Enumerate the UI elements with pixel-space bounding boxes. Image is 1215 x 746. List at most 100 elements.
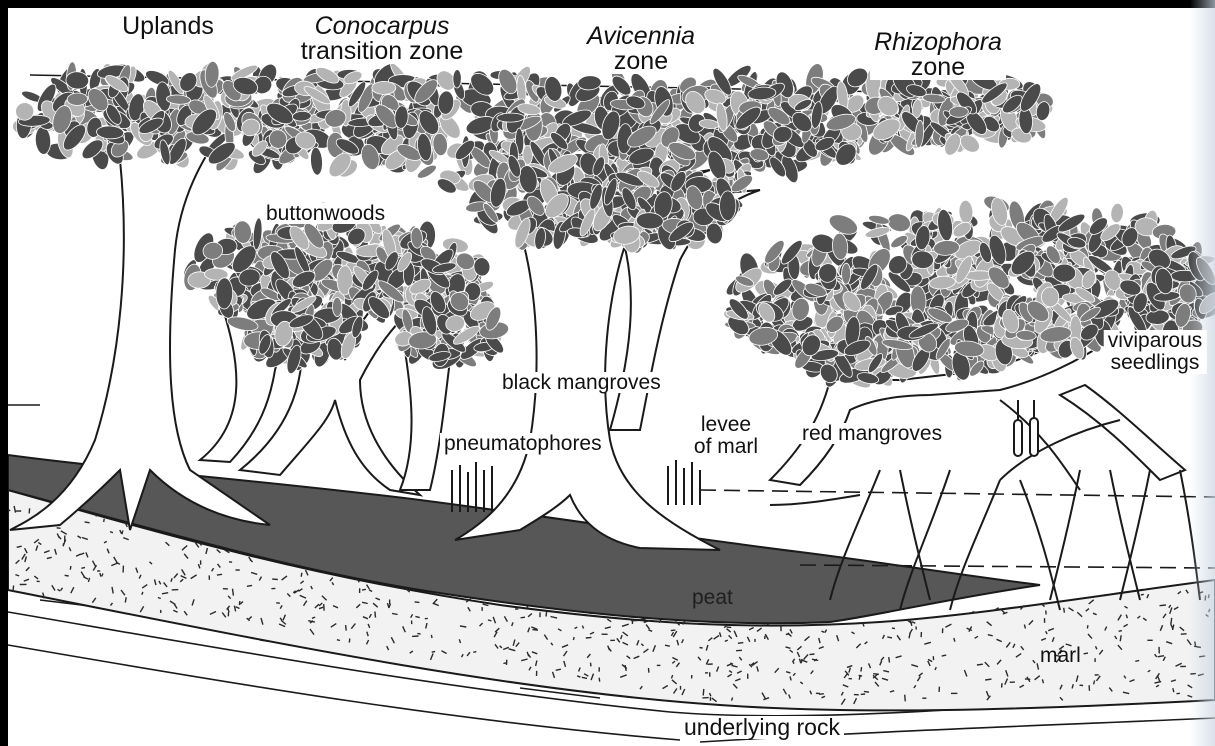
frame-left-border bbox=[0, 0, 8, 746]
marl-speck bbox=[415, 602, 420, 603]
marl-speck bbox=[70, 566, 71, 570]
leaf bbox=[67, 93, 88, 106]
label-black-mangroves: black mangroves bbox=[498, 372, 665, 393]
zone-line: zone bbox=[874, 55, 1002, 80]
marl-speck bbox=[864, 691, 869, 692]
label-viviparous-line-1: viviparous bbox=[1108, 330, 1203, 352]
label-peat: peat bbox=[688, 587, 737, 608]
marl-speck bbox=[1024, 625, 1025, 629]
marl-speck bbox=[301, 573, 302, 577]
marl-speck bbox=[1119, 631, 1122, 632]
marl-speck bbox=[521, 617, 525, 618]
zone-line: Uplands bbox=[122, 14, 214, 39]
zone-heading-conocarpus: Conocarpus transition zone bbox=[297, 14, 468, 64]
marl-speck bbox=[431, 635, 432, 638]
marl-speck bbox=[375, 612, 376, 618]
marl-speck bbox=[122, 531, 123, 535]
label-levee-line-1: levee bbox=[694, 414, 758, 436]
marl-speck bbox=[362, 589, 366, 590]
marl-speck bbox=[1120, 635, 1121, 641]
marl-speck bbox=[349, 639, 350, 643]
marl-speck bbox=[1171, 618, 1172, 624]
label-marl: marl bbox=[1036, 645, 1085, 666]
marl-speck bbox=[1135, 661, 1139, 662]
label-red-mangroves: red mangroves bbox=[798, 423, 946, 444]
label-levee-line-2: of marl bbox=[694, 436, 758, 458]
marl-speck bbox=[985, 679, 991, 680]
marl-speck bbox=[1160, 605, 1166, 606]
marl-speck bbox=[488, 620, 492, 621]
leaf bbox=[949, 106, 969, 117]
zone-genus: Rhizophora bbox=[874, 30, 1002, 55]
marl-speck bbox=[861, 667, 862, 671]
marl-speck bbox=[942, 655, 947, 656]
leaf bbox=[453, 70, 462, 89]
marl-speck bbox=[65, 575, 69, 576]
marl-speck bbox=[417, 633, 420, 634]
marl-speck bbox=[873, 674, 879, 675]
marl-speck bbox=[546, 610, 547, 616]
leaf bbox=[1053, 264, 1076, 282]
marl-speck bbox=[665, 645, 670, 646]
marl-speck bbox=[591, 663, 592, 667]
zone-heading-avicennia: Avicennia zone bbox=[583, 24, 699, 74]
leaf bbox=[332, 297, 342, 316]
marl-speck bbox=[104, 519, 105, 522]
marl-speck bbox=[1094, 681, 1095, 685]
leaf bbox=[720, 191, 736, 221]
marl-speck bbox=[738, 643, 743, 644]
marl-speck bbox=[473, 652, 476, 653]
label-viviparous-line-2: seedlings bbox=[1108, 352, 1203, 374]
marl-speck bbox=[81, 567, 85, 568]
marl-speck bbox=[810, 654, 815, 655]
marl-speck bbox=[503, 663, 506, 664]
marl-speck bbox=[432, 651, 435, 652]
zone-line: zone bbox=[587, 49, 695, 74]
leaf bbox=[497, 113, 525, 122]
marl-speck bbox=[125, 597, 126, 602]
zone-genus: Conocarpus bbox=[301, 14, 464, 39]
marl-speck bbox=[599, 678, 600, 682]
marl-speck bbox=[233, 589, 234, 596]
marl-speck bbox=[57, 528, 61, 529]
frame-top-border bbox=[0, 0, 1215, 8]
marl-speck bbox=[158, 598, 161, 599]
marl-speck bbox=[703, 689, 704, 696]
marl-speck bbox=[1141, 594, 1144, 595]
zone-heading-uplands: Uplands bbox=[118, 14, 218, 39]
label-pneumatophores: pneumatophores bbox=[440, 433, 606, 454]
marl-speck bbox=[977, 664, 983, 665]
marl-speck bbox=[247, 585, 252, 586]
marl-speck bbox=[217, 574, 222, 575]
marl-speck bbox=[13, 586, 14, 592]
zone-line: transition zone bbox=[301, 39, 464, 64]
leaf bbox=[372, 81, 396, 94]
marl-speck bbox=[337, 640, 340, 641]
label-levee-of-marl: levee of marl bbox=[690, 414, 762, 458]
marl-speck bbox=[1064, 608, 1065, 613]
marl-speck bbox=[85, 522, 90, 523]
marl-speck bbox=[892, 628, 895, 629]
zone-genus: Avicennia bbox=[587, 24, 695, 49]
marl-speck bbox=[239, 601, 240, 605]
marl-speck bbox=[1042, 679, 1043, 683]
marl-speck bbox=[1087, 625, 1088, 628]
marl-speck bbox=[819, 694, 824, 695]
marl-speck bbox=[700, 648, 703, 649]
label-viviparous-seedlings: viviparous seedlings bbox=[1104, 330, 1207, 374]
leaf bbox=[841, 263, 850, 284]
label-buttonwoods: buttonwoods bbox=[262, 203, 389, 224]
marl-speck bbox=[790, 676, 791, 680]
leaf bbox=[216, 278, 233, 309]
marl-speck bbox=[889, 657, 890, 662]
marl-speck bbox=[641, 619, 646, 620]
marl-speck bbox=[671, 630, 676, 631]
marl-speck bbox=[586, 637, 592, 638]
marl-speck bbox=[905, 695, 906, 702]
marl-speck bbox=[859, 675, 863, 676]
zone-heading-rhizophora: Rhizophora zone bbox=[870, 30, 1006, 80]
marl-speck bbox=[887, 637, 892, 638]
marl-speck bbox=[100, 573, 101, 577]
marl-speck bbox=[346, 625, 347, 631]
